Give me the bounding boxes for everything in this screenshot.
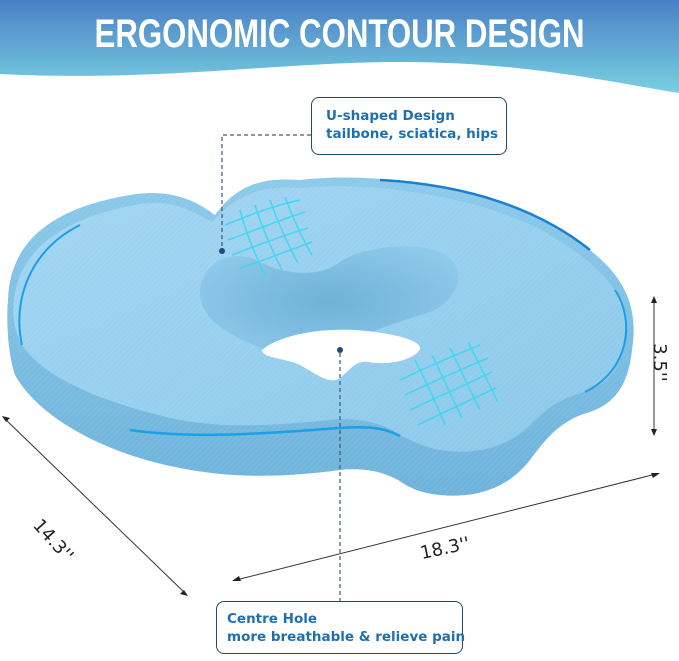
callout-subtitle: more breathable & relieve pain (227, 629, 466, 645)
callout-subtitle: tailbone, sciatica, hips (326, 126, 499, 142)
pressure-grid-icon (224, 196, 313, 276)
dimension-lines (2, 296, 660, 596)
pressure-grid-icon (399, 341, 499, 426)
dimension-height-label: 3.5'' (648, 343, 670, 382)
callout-centre-hole: Centre Hole more breathable & relieve pa… (216, 601, 466, 654)
cushion-body (7, 177, 634, 496)
connector-bottom (337, 347, 343, 601)
banner-background (0, 0, 679, 93)
banner-title: ERGONOMIC CONTOUR DESIGN (94, 12, 585, 56)
connector-top (219, 134, 311, 254)
centre-hole (262, 329, 420, 381)
callout-title: Centre Hole (227, 611, 317, 627)
callout-u-shaped-design: U-shaped Design tailbone, sciatica, hips (311, 97, 507, 155)
callout-title: U-shaped Design (326, 108, 455, 124)
